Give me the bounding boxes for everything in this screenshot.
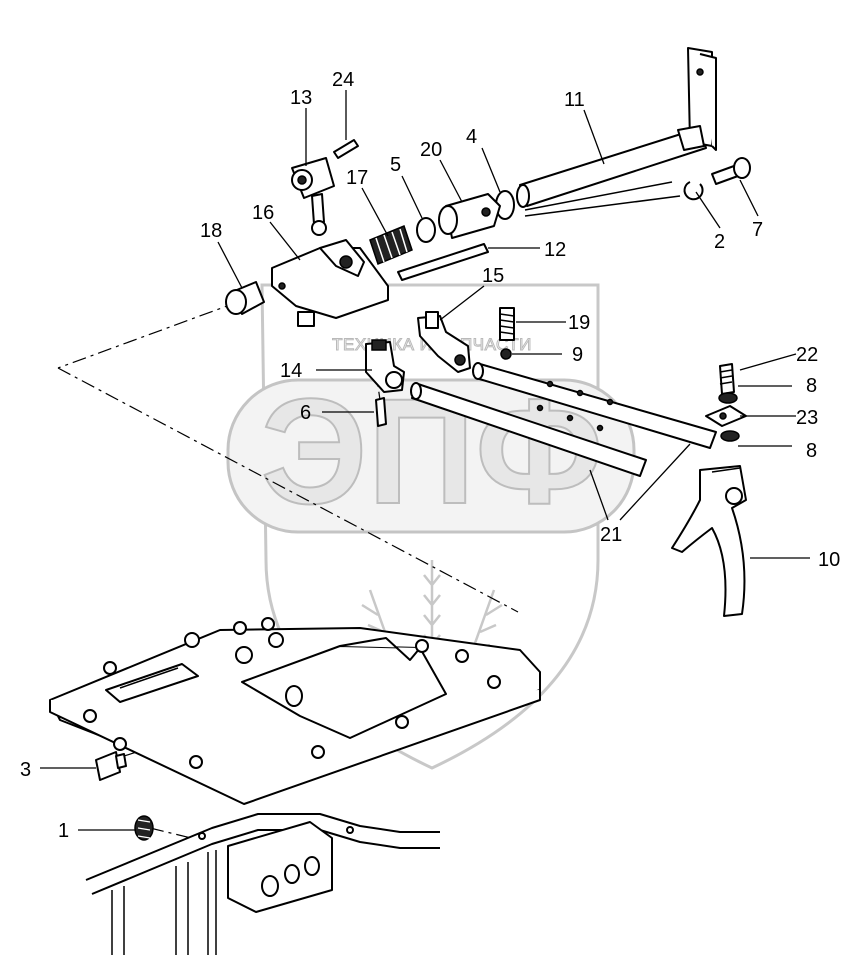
part-15-selector-finger (417, 311, 471, 373)
leader-17 (361, 187, 389, 237)
assembly-line (57, 301, 239, 369)
callout-8-upper: 8 (806, 375, 817, 397)
part-18-sleeve (225, 281, 265, 315)
assembly-line (524, 195, 681, 217)
callout-4: 4 (466, 126, 477, 148)
callout-2: 2 (714, 231, 725, 253)
part-13-yoke (291, 157, 335, 236)
part-5-ring (416, 217, 436, 243)
part-9-ball (500, 348, 512, 360)
leader-15 (439, 285, 485, 321)
part-14-selector-head (365, 339, 405, 393)
part-12-pin (397, 243, 489, 281)
callout-3: 3 (20, 759, 31, 781)
callout-15: 15 (482, 265, 504, 287)
callout-16: 16 (252, 202, 274, 224)
transmission-housing (85, 813, 440, 955)
leader-18 (217, 241, 243, 289)
callout-10: 10 (818, 549, 840, 571)
part-19-spring (499, 307, 515, 341)
part-11-lever-shaft (516, 47, 717, 208)
callout-8-lower: 8 (806, 440, 817, 462)
callout-19: 19 (568, 312, 590, 334)
callout-23: 23 (796, 407, 818, 429)
assembly-line (57, 367, 519, 613)
part-16-bracket (271, 239, 389, 327)
leader-16 (269, 221, 301, 261)
callout-9: 9 (572, 344, 583, 366)
leader-5 (401, 175, 423, 219)
leader-20 (439, 159, 463, 203)
leader-7 (739, 179, 759, 217)
callout-13: 13 (290, 87, 312, 109)
callout-22: 22 (796, 344, 818, 366)
part-1-plug (134, 815, 154, 841)
leader-2 (695, 191, 721, 229)
callout-18: 18 (200, 220, 222, 242)
part-3-bolt (95, 751, 127, 781)
callout-24: 24 (332, 69, 354, 91)
leader-22 (739, 353, 797, 371)
callout-11: 11 (564, 89, 585, 111)
callout-5: 5 (390, 154, 401, 176)
leader-21 (589, 443, 691, 521)
callout-12: 12 (544, 239, 566, 261)
part-22-screw (719, 363, 735, 395)
callout-21: 21 (600, 524, 622, 546)
leader-4 (481, 147, 501, 193)
callout-17: 17 (346, 167, 368, 189)
part-10-shift-fork (671, 465, 747, 617)
part-8-nut-upper (718, 392, 738, 404)
assembly-line (524, 181, 673, 211)
part-24-small-pin (333, 139, 359, 159)
leader-11 (583, 109, 605, 165)
callout-6: 6 (300, 402, 311, 424)
callout-14: 14 (280, 360, 302, 382)
part-8-nut-lower (720, 430, 740, 442)
callout-20: 20 (420, 139, 442, 161)
callout-7: 7 (752, 219, 763, 241)
watermark-wheat-icon (361, 560, 503, 661)
part-21-selector-rods (410, 362, 717, 477)
cover-plate (49, 617, 541, 805)
callout-labels: 1 2 3 4 5 6 7 8 8 9 10 11 12 13 14 15 16… (20, 69, 840, 842)
part-7-bolt (711, 157, 751, 185)
leader-lines (40, 90, 810, 831)
part-20-lever (438, 193, 501, 239)
callout-1: 1 (58, 820, 69, 842)
part-17-spring (369, 225, 413, 265)
part-6-pin (375, 397, 387, 427)
